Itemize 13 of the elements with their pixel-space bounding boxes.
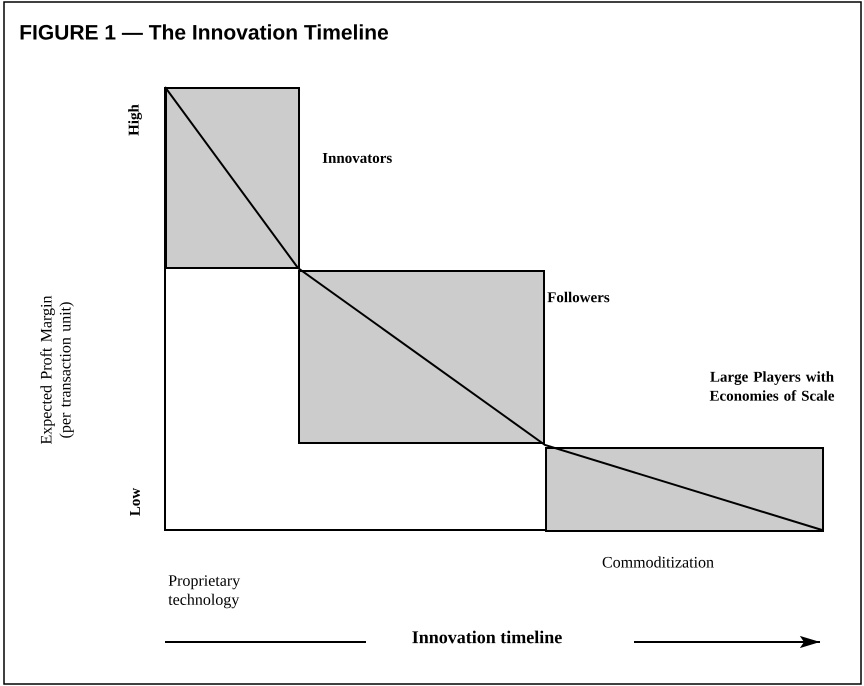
- timeline-label: Innovation timeline: [412, 630, 562, 644]
- axis-label: Commoditization: [602, 556, 714, 568]
- axis-label: High: [128, 104, 142, 136]
- group-label: Innovators: [322, 153, 392, 163]
- shaded-box: [545, 447, 824, 532]
- axis-label: Low: [130, 488, 140, 516]
- group-label: Large Players with Economies of Scale: [710, 371, 834, 401]
- axis-label: Proprietary technology: [168, 575, 240, 608]
- shaded-box: [298, 270, 545, 444]
- shaded-box: [165, 87, 300, 269]
- figure-title: FIGURE 1 — The Innovation Timeline: [20, 24, 388, 40]
- group-label: Followers: [547, 292, 610, 302]
- axis-title: Expected Proft Margin (per transaction unit): [40, 296, 74, 444]
